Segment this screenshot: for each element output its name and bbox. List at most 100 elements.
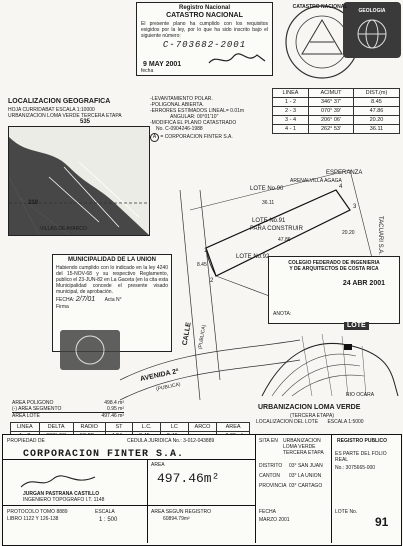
- curve-header: LINEA: [10, 422, 40, 432]
- registry-date: 9 MAY 2001: [143, 61, 182, 68]
- area-lote-label: AREA LOTE: [12, 413, 40, 419]
- acta-label: Acta N°: [104, 297, 122, 303]
- sita-label: SITA EN: [259, 438, 278, 444]
- urb-loc-label: LOCALIZACION DEL LOTE: [256, 419, 319, 425]
- fecha-value: 2/7/01: [75, 296, 96, 303]
- college-line1: COLEGIO FEDERADO DE INGENIERIA: [288, 260, 380, 266]
- survey-header: LINEA: [271, 88, 310, 98]
- protocolo-label: PROTOCOLO TOMO: [7, 509, 56, 515]
- plot-measure: 20.20: [342, 230, 355, 236]
- curve-header: DELTA: [38, 422, 74, 432]
- divider: [255, 435, 256, 543]
- engineer-name: JURGAN PASTRANA CASTILLO: [23, 491, 100, 497]
- note-line: -MODIFICA EL PLANO CATASTRADO: [150, 120, 237, 126]
- distrito-label: DISTRITO: [259, 463, 283, 469]
- curve-header: ST: [104, 422, 134, 432]
- survey-cell: 8.45: [352, 97, 401, 107]
- municipal-seal: [60, 330, 120, 370]
- protocolo: PROTOCOLO TOMO 8889: [7, 509, 68, 515]
- location-sheet: HOJA CURRIDABAT ESCALA 1:10000: [8, 107, 95, 113]
- firma-label: Firma: [56, 304, 69, 310]
- registry-number: C-703682-2001: [162, 40, 247, 50]
- municipality-title: MUNICIPALIDAD DE LA UNION: [68, 257, 156, 263]
- seal-icon: [75, 335, 105, 365]
- distrito-value: 03° SAN JUAN: [289, 463, 323, 469]
- globe-icon: [357, 19, 387, 49]
- plot-measure: 36.11: [262, 200, 275, 206]
- note-line: No. C-0904246-1988: [156, 126, 203, 132]
- sita-value: URBANIZACION LOMA VERDE TERCERA ETAPA: [283, 438, 324, 456]
- fecha-label: FECHA:: [56, 297, 75, 303]
- propiedad-label: PROPIEDAD DE: [7, 438, 45, 444]
- curve-header: L.C.: [132, 422, 162, 432]
- registry-stamp: Registro Nacional CATASTRO NACIONAL El p…: [136, 2, 273, 76]
- location-title: LOCALIZACION GEOGRAFICA: [8, 98, 111, 105]
- urb-map: [252, 326, 400, 404]
- survey-header-row: LINEA ACIMUT DIST.(m): [271, 88, 401, 98]
- registro-sub: ES PARTE DEL FOLIO REAL: [335, 451, 387, 463]
- protocolo-value: 8889: [56, 509, 68, 515]
- urb-title: URBANIZACION LOMA VERDE: [258, 404, 361, 411]
- survey-cell: 3 - 4: [271, 115, 310, 125]
- urb-scale: ESCALA 1:5000: [327, 419, 364, 425]
- area-segmento-row: (-) AREA SEGMENTO 0.95 m²: [12, 406, 124, 413]
- registry-subtitle: CATASTRO NACIONAL: [166, 12, 243, 19]
- seal-ring-text: CATASTRO NACIONAL: [292, 4, 348, 10]
- owner-name: CORPORACION FINTER S.A.: [23, 449, 185, 460]
- area-segmento-label: (-) AREA SEGMENTO: [12, 406, 62, 412]
- divider: [3, 459, 255, 460]
- seal-side-text: GEOLOGIA: [358, 8, 386, 14]
- municipality-body: Habiendo cumplido con lo indicado en la …: [56, 265, 169, 295]
- provincia-value: 03° CARTAGO: [289, 483, 323, 489]
- construir-label: PARA CONSTRUIR: [250, 226, 303, 232]
- note-line: -POLIGONAL ABIERTA.: [150, 102, 204, 108]
- area-lote-row: AREA LOTE 497.46 m²: [12, 413, 124, 419]
- engineer-signature: [20, 475, 96, 488]
- canton-value: 03° LA UNION: [289, 473, 322, 479]
- location-map: [8, 126, 150, 236]
- survey-row: 3 - 4 206° 06' 20.20: [271, 115, 401, 125]
- college-stamp: COLEGIO FEDERADO DE INGENIERIA Y DE ARQU…: [268, 256, 400, 324]
- fecha-value: MARZO 2001: [259, 517, 290, 523]
- college-date: 24 ABR 2001: [342, 280, 385, 287]
- plot-point-3: 3: [353, 204, 357, 210]
- municipality-fecha: FECHA: 2/7/01 Acta N°: [53, 296, 171, 304]
- area-poligono-label: AREA POLIGONO: [12, 400, 54, 406]
- area-segmento-value: 0.95 m²: [107, 406, 124, 412]
- plot-measure: 47.86: [278, 237, 291, 243]
- canton-label: CANTON: [259, 473, 281, 479]
- location-urb: URBANIZACION LOMA VERDE TERCERA ETAPA: [8, 113, 122, 119]
- registro-no: No.: 3075665-000: [335, 465, 376, 471]
- survey-table: LINEA ACIMUT DIST.(m) 1 - 2 346° 37' 8.4…: [271, 88, 401, 134]
- area-label: AREA: [151, 462, 165, 468]
- survey-cell: 2 - 3: [271, 106, 310, 116]
- lote-91-label: LOTE No.91: [252, 218, 286, 224]
- dark-seal: GEOLOGIA: [343, 2, 401, 58]
- legend-letter: A: [150, 133, 159, 142]
- survey-cell: 346° 37': [308, 97, 354, 107]
- note-line: -ERRORES ESTIMADOS LINEAL= 0.01m: [150, 108, 245, 114]
- escala-value: 1 : 500: [99, 517, 118, 523]
- esperanza-label: ESPERANZA: [326, 170, 363, 176]
- survey-cell: 36.11: [352, 124, 401, 134]
- cedula: CEDULA JURIDICA No.: 3-012-043889: [127, 438, 215, 444]
- survey-cell: 47.86: [352, 106, 401, 116]
- plot-point-2: 2: [210, 278, 214, 284]
- provincia-label: PROVINCIA: [259, 483, 287, 489]
- survey-cell: 20.20: [352, 115, 401, 125]
- arenal-label: ARENALVILLA AGAGA: [290, 178, 342, 184]
- divider: [3, 505, 255, 506]
- survey-cell: 4 - 1: [271, 124, 310, 134]
- urb-loc: LOCALIZACION DEL LOTE ESCALA 1:5000: [256, 419, 364, 425]
- folio: LIBRO 1122 Y 126-138: [7, 516, 59, 522]
- survey-cell: 1 - 2: [271, 97, 310, 107]
- lote-no-value: 91: [375, 515, 389, 529]
- location-num-left: 210: [28, 200, 39, 206]
- survey-header: DIST.(m): [352, 88, 401, 98]
- lote-90-label: LOTE No.90: [250, 186, 284, 192]
- survey-cell: 262° 53': [308, 124, 354, 134]
- location-villas: VILLAS DE AYARCO: [40, 226, 87, 232]
- survey-notes: -LEVANTAMIENTO POLAR. -POLIGONAL ABIERTA…: [150, 96, 268, 142]
- fecha-label: FECHA: [259, 509, 276, 515]
- note-legend: A = CORPORACION FINTER S.A.: [150, 133, 268, 142]
